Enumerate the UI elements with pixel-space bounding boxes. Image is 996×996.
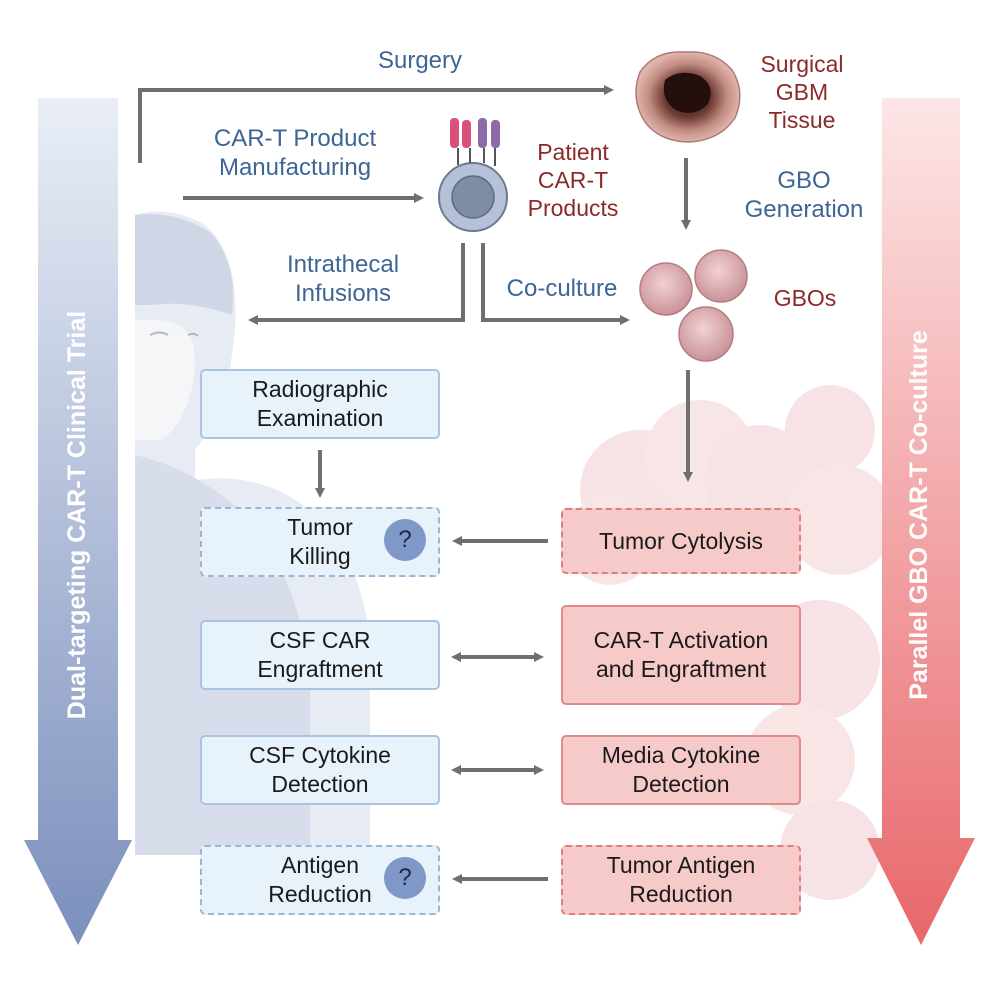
gbos-label: GBOs bbox=[773, 285, 837, 311]
coculture-arrow bbox=[481, 243, 630, 325]
tissue-icon bbox=[635, 51, 741, 143]
surgery-arrow bbox=[138, 85, 614, 163]
coculture-label: Co-culture bbox=[506, 275, 618, 302]
question-icon: ? bbox=[384, 857, 426, 899]
intrathecal-label: Intrathecal Infusions bbox=[286, 251, 400, 308]
left-track-arrow bbox=[24, 98, 132, 945]
surgery-label: Surgery bbox=[377, 47, 463, 74]
organoid-icon bbox=[639, 249, 748, 362]
left-track-title: Dual-targeting CAR-T Clinical Trial bbox=[63, 310, 91, 720]
surgical-tissue-label: Surgical GBM Tissue bbox=[760, 51, 844, 134]
intrathecal-arrow bbox=[248, 243, 465, 325]
car-t-cell-icon bbox=[438, 118, 508, 232]
manufacturing-label: CAR-T Product Manufacturing bbox=[213, 125, 377, 182]
right-track-arrow bbox=[867, 98, 975, 945]
tumor-cytolysis-box: Tumor Cytolysis bbox=[561, 508, 801, 574]
patient-products-label: Patient CAR-T Products bbox=[527, 139, 619, 222]
gbo-generation-label: GBO Generation bbox=[744, 167, 864, 224]
question-icon: ? bbox=[384, 519, 426, 561]
right-track-title: Parallel GBO CAR-T Co-culture bbox=[905, 330, 933, 700]
